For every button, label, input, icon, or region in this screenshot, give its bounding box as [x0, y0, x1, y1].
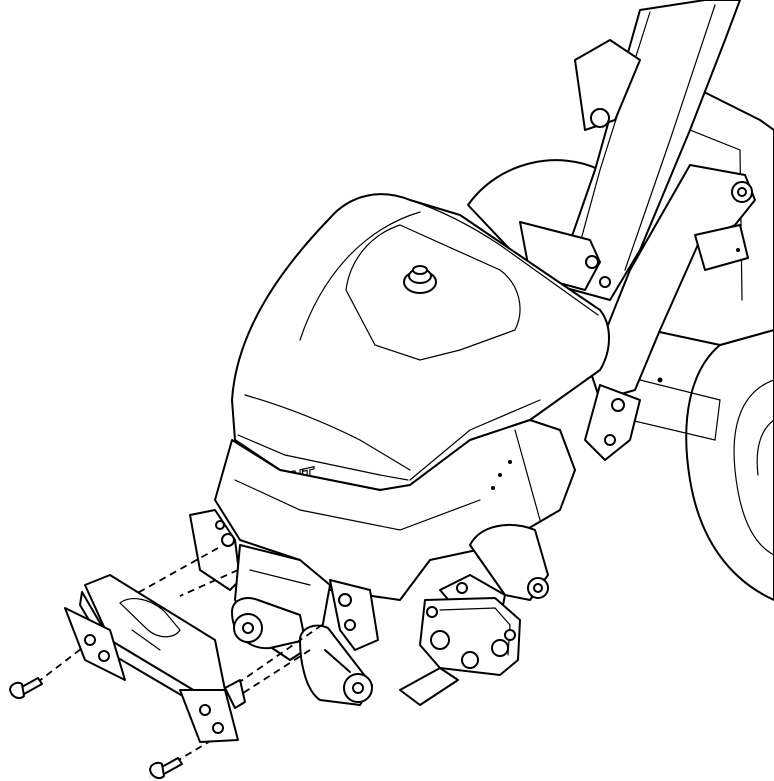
- mounting-plate: [64, 574, 246, 743]
- fuel-cap: [403, 265, 437, 294]
- lift-arm-right: [584, 164, 756, 461]
- boom-arm: [519, 0, 741, 301]
- engine-hood: [231, 193, 610, 491]
- lower-links: [231, 597, 373, 706]
- right-wheel: [685, 329, 774, 601]
- front-frame: [214, 419, 576, 601]
- bolt-left: [9, 677, 43, 699]
- hydraulic-pump: [399, 597, 521, 706]
- bolt-bottom: [149, 757, 183, 779]
